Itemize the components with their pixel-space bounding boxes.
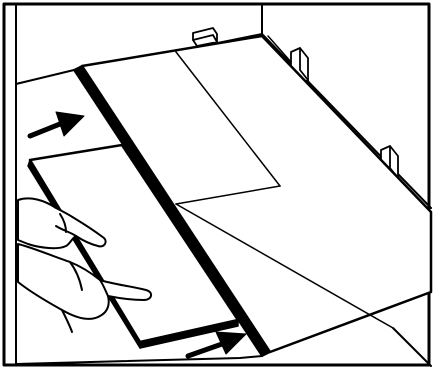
installation-diagram [0,0,433,369]
diagram-svg [0,0,433,369]
